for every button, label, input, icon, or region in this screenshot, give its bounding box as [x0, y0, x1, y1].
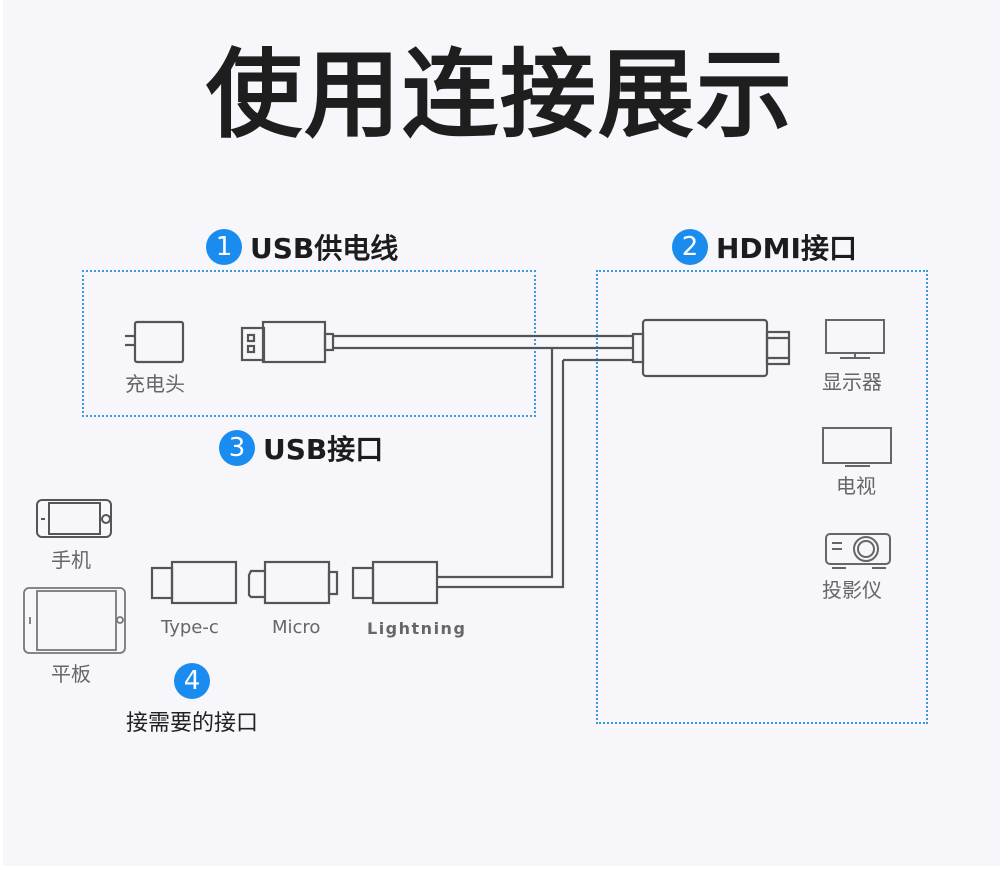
- diagram-canvas: [3, 0, 1000, 866]
- type-c-label: Type-c: [161, 617, 219, 638]
- hdmi-box: [596, 270, 928, 724]
- micro-usb-plug-icon: [247, 560, 339, 605]
- branch-cable: [436, 348, 634, 589]
- heading-usb-power-label: USB供电线: [250, 232, 399, 265]
- step-badge-3: 3: [219, 430, 255, 466]
- monitor-label: 显示器: [822, 370, 882, 394]
- charger-icon: [125, 320, 185, 364]
- projector-icon: [825, 533, 891, 569]
- phone-icon: [36, 499, 112, 538]
- step-badge-1: 1: [206, 229, 242, 265]
- tv-label: 电视: [836, 474, 876, 498]
- monitor-icon: [825, 319, 885, 359]
- main-cable: [333, 334, 634, 350]
- type-c-plug-icon: [150, 560, 238, 605]
- charger-label: 充电头: [125, 372, 185, 396]
- lightning-label: Lightning: [367, 619, 467, 638]
- usb-a-plug-icon: [240, 320, 335, 364]
- heading-step-4: 4: [174, 663, 210, 699]
- lightning-plug-icon: [351, 560, 439, 605]
- heading-hdmi-label: HDMI接口: [716, 232, 857, 265]
- micro-label: Micro: [272, 617, 321, 638]
- tablet-label: 平板: [51, 662, 91, 686]
- tablet-icon: [23, 587, 126, 654]
- hdmi-plug-icon: [631, 318, 791, 378]
- tv-icon: [822, 427, 892, 467]
- heading-usb-port: 3 USB接口: [219, 428, 383, 468]
- step-badge-4: 4: [174, 663, 210, 699]
- step-badge-2: 2: [672, 229, 708, 265]
- phone-label: 手机: [51, 548, 91, 572]
- heading-hdmi: 2 HDMI接口: [672, 227, 857, 267]
- heading-usb-port-label: USB接口: [263, 433, 384, 466]
- choose-connector-label: 接需要的接口: [126, 711, 259, 736]
- projector-label: 投影仪: [822, 578, 882, 602]
- usb-power-box: [82, 270, 536, 417]
- heading-usb-power: 1 USB供电线: [206, 227, 398, 267]
- page-title: 使用连接展示: [206, 39, 794, 151]
